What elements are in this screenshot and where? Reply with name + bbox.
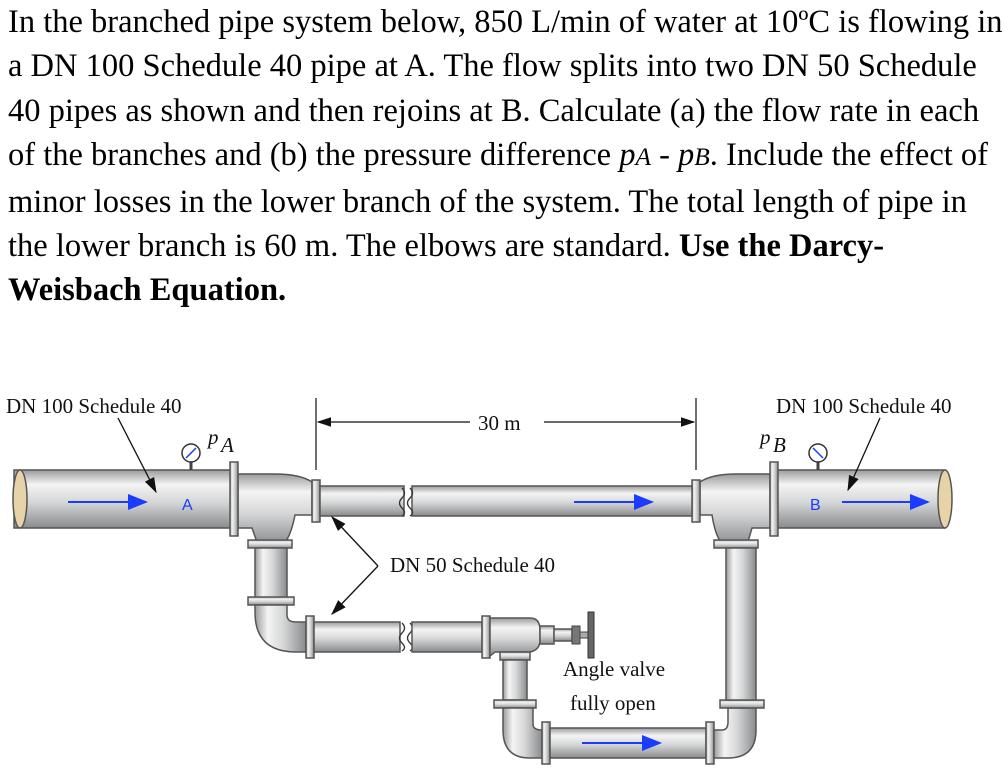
leader-left-pipe [117,417,157,494]
left-tee-fitting [229,461,321,549]
svg-text:p: p [758,425,771,449]
lower-branch-bottom-run [502,547,765,765]
gauge-b [808,443,828,470]
pipe-system-diagram: DN 100 Schedule 40 DN 100 Schedule 40 30… [6,394,953,765]
lower-branch-left-leg [247,547,483,659]
pressure-pb: pB [678,137,710,174]
leader-right-pipe [847,417,881,492]
problem-text-2: . Include the effect of minor losses in … [8,137,988,265]
gauge-a-label: p A [206,425,234,457]
svg-text:B: B [773,433,786,457]
main-pipe-left [12,469,233,529]
valve-label-line1: Angle valve [563,657,665,681]
angle-valve [481,611,595,709]
pressure-pa: pA [619,137,651,174]
problem-instruction: Use the Darcy-Weisbach Equation. [8,228,885,309]
minus-sign: - [650,137,679,174]
leader-branch-lower [331,565,379,615]
main-pipe-right [774,469,953,529]
gauge-b-label: p B [758,425,786,457]
dimension-label: 30 m [478,411,521,435]
point-a-label: A [182,497,193,514]
right-tee-fitting [691,461,779,549]
problem-statement: In the branched pipe system below, 850 L… [8,0,1003,313]
leader-branch-upper [331,516,379,567]
dimension-30m [315,398,697,470]
problem-text-1: In the branched pipe system below, 850 L… [8,4,1003,174]
valve-label-line2: fully open [570,691,656,715]
branch-pipe-label: DN 50 Schedule 40 [390,553,555,577]
left-pipe-label: DN 100 Schedule 40 [6,394,182,418]
gauge-a [181,443,201,470]
point-b-label: B [810,497,821,514]
right-pipe-label: DN 100 Schedule 40 [776,394,952,418]
svg-text:A: A [219,433,234,457]
svg-text:p: p [206,425,219,449]
